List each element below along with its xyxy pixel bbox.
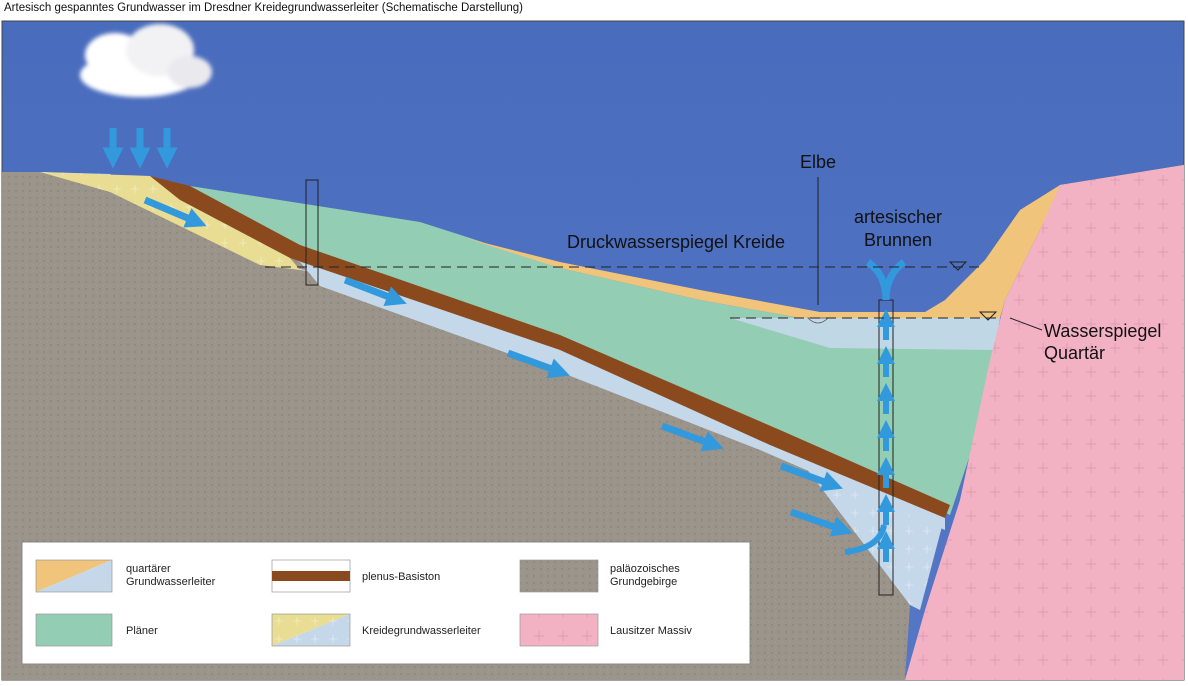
flow-arrows xyxy=(143,196,853,537)
legend-label-quaternary-1: quartärer xyxy=(126,563,171,575)
layer-quaternary xyxy=(465,165,1184,318)
label-water-table-1: Wasserspiegel xyxy=(1044,321,1161,341)
label-artesian-well-1: artesischer xyxy=(854,207,942,227)
diagram-caption: Artesisch gespanntes Grundwasser im Dres… xyxy=(4,2,524,14)
legend-label-bedrock-1: paläozoisches xyxy=(610,563,680,575)
legend-label-quaternary-2: Grundwasserleiter xyxy=(126,576,216,588)
legend-item-basiston: plenus-Basiston xyxy=(271,559,440,593)
legend-item-bedrock: paläozoisches Grundgebirge xyxy=(519,559,680,593)
legend-item-kreide-aquifer: Kreidegrundwasserleiter xyxy=(271,613,481,647)
legend-item-planer: Pläner xyxy=(35,613,158,647)
artesian-fountain xyxy=(865,259,907,301)
legend: quartärer Grundwasserleiter plenus-Basis… xyxy=(21,541,751,665)
label-artesian-well-2: Brunnen xyxy=(864,230,932,250)
label-elbe: Elbe xyxy=(800,152,836,172)
legend-label-bedrock-2: Grundgebirge xyxy=(610,576,677,588)
observation-well-left xyxy=(305,179,319,286)
legend-label-planer: Pläner xyxy=(126,625,158,637)
legend-item-quaternary: quartärer Grundwasserleiter xyxy=(35,559,216,593)
label-water-table-2: Quartär xyxy=(1044,343,1105,363)
legend-label-basiston: plenus-Basiston xyxy=(362,571,440,583)
layer-basiston xyxy=(110,176,950,518)
legend-label-lausitz: Lausitzer Massiv xyxy=(610,625,692,637)
cloud xyxy=(80,24,212,97)
rain-arrows xyxy=(102,128,178,169)
label-pressure-level: Druckwasserspiegel Kreide xyxy=(567,232,785,252)
legend-item-lausitz: Lausitzer Massiv xyxy=(519,613,692,647)
legend-label-kreide-aquifer: Kreidegrundwasserleiter xyxy=(362,625,481,637)
